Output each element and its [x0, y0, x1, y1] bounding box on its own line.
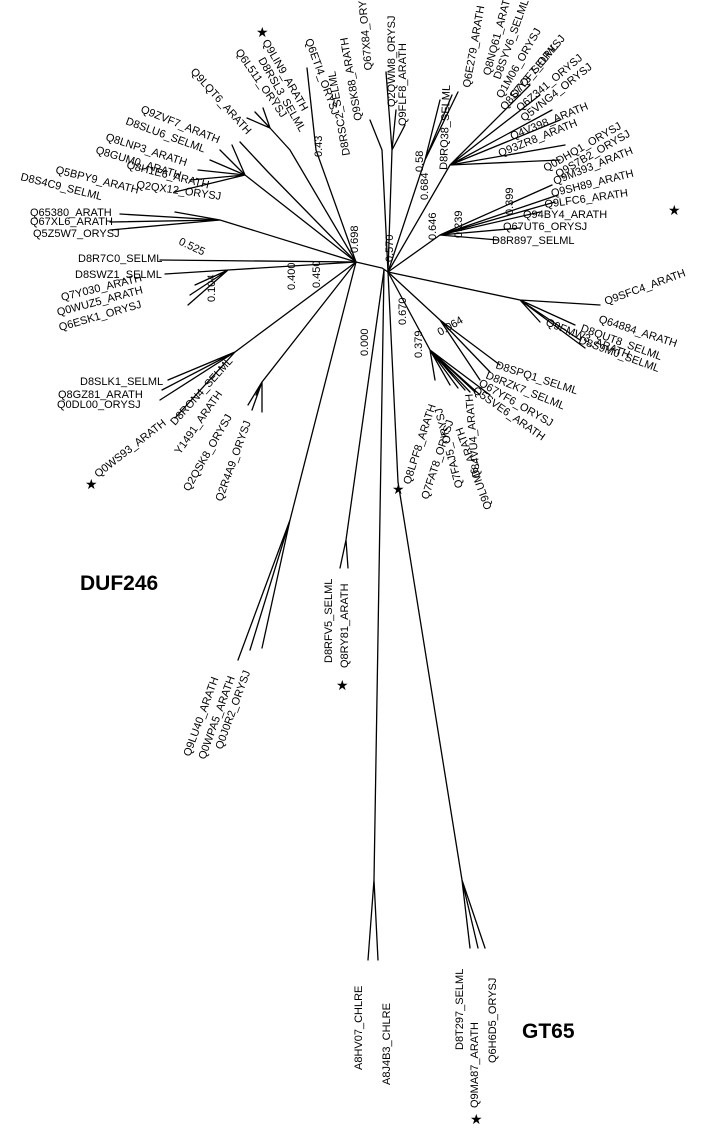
leaf-label: Q9MA87_ARATH — [469, 1022, 481, 1108]
branch — [339, 269, 385, 569]
bootstrap-value: 0.400 — [286, 262, 298, 290]
bootstrap-value: 0.450 — [311, 260, 323, 288]
branch — [387, 91, 459, 273]
branch — [109, 211, 357, 263]
leaf-label: D8SLK1_SELML — [80, 376, 163, 388]
leaf-label: Q2QWM8_ORYSJ — [386, 16, 398, 108]
leaf-label: Q9SFC4_ARATH — [603, 267, 687, 307]
bootstrap-value: 0.646 — [427, 212, 439, 240]
group-label-duf246: DUF246 — [80, 572, 158, 595]
leaf-labels: Q6ETI4_ORYSJ Q9LIN9_ARATH D8RSL3_SELML Q… — [19, 0, 687, 1108]
branch — [387, 271, 491, 396]
leaf-label: Q8GZ81_ARATH — [58, 389, 143, 401]
bootstrap-value: 0.43 — [313, 136, 325, 157]
bootstrap-value: 0.698 — [349, 225, 361, 253]
branch — [174, 144, 357, 263]
bootstrap-value: 0.239 — [453, 210, 465, 238]
leaf-label: Q67XL6_ARATH — [30, 216, 113, 228]
branch — [387, 184, 559, 273]
star-marker: ★ — [336, 678, 349, 694]
star-marker: ★ — [256, 25, 269, 41]
leaf-label: D8RFV5_SELML — [323, 579, 335, 663]
branch — [385, 71, 406, 273]
leaf-label: Q0WS93_ARATH — [92, 417, 168, 480]
branch — [164, 261, 357, 306]
branch — [387, 271, 486, 949]
group-label-gt65: GT65 — [522, 1020, 575, 1043]
leaf-label: D8RQ38_SELML — [438, 85, 453, 170]
bootstrap-value: 0.684 — [419, 172, 431, 200]
branch — [387, 84, 566, 273]
bootstrap-value: 0.670 — [397, 297, 409, 325]
leaf-label: A8HV07_CHLRE — [353, 986, 365, 1070]
leaf-label: Q6E279_ARATH — [461, 5, 487, 89]
branch — [387, 271, 601, 349]
branch — [159, 259, 357, 263]
root-hub — [355, 261, 389, 273]
leaf-label: Q67X84_ORYSJ — [356, 0, 375, 71]
bootstrap-value: 0.104 — [206, 274, 218, 302]
leaf-label: Q94BY4_ARATH — [523, 209, 607, 221]
branch — [369, 119, 389, 273]
bootstrap-value: 0.570 — [384, 234, 396, 262]
branch — [237, 261, 357, 661]
branch — [246, 107, 271, 129]
bootstrap-value: 0.399 — [504, 187, 516, 215]
branch — [239, 141, 357, 263]
leaf-label: Q8RY81_ARATH — [339, 583, 351, 668]
branch — [269, 127, 357, 263]
leaf-label: D8SWZ1_SELML — [75, 269, 162, 281]
branch — [159, 261, 357, 419]
leaf-label: D8R897_SELML — [492, 235, 575, 247]
leaf-label: Q9FLF8_ARATH — [397, 43, 409, 126]
star-marker: ★ — [85, 477, 98, 493]
branch — [367, 269, 385, 961]
bootstrap-value: 0.379 — [413, 330, 425, 358]
branch — [306, 67, 357, 263]
star-markers: ★ ★ ★ ★ ★ ★ — [85, 25, 681, 1128]
branch — [247, 261, 357, 413]
leaf-label: Q67UT6_ORYSJ — [503, 221, 587, 233]
bootstrap-value: 0.58 — [414, 151, 426, 172]
leaf-label: D8T297_SELML — [454, 969, 466, 1050]
tree-branches — [109, 67, 601, 961]
bootstrap-value: 0.525 — [177, 236, 207, 259]
leaf-label: Q5Z5W7_ORYSJ — [33, 228, 120, 240]
star-marker: ★ — [470, 1112, 483, 1128]
star-marker: ★ — [392, 482, 405, 498]
leaf-label: Q65380_ARATH — [30, 207, 112, 219]
bootstrap-value: 0.000 — [359, 328, 371, 356]
leaf-label: Q0DL00_ORYSJ — [57, 399, 141, 411]
star-marker: ★ — [668, 203, 681, 219]
branch — [387, 271, 501, 381]
leaf-label: A8J4B3_CHLRE — [381, 1003, 393, 1085]
leaf-label: D8R7C0_SELML — [78, 253, 162, 265]
leaf-label: Q6H6D5_ORYSJ — [487, 978, 499, 1063]
